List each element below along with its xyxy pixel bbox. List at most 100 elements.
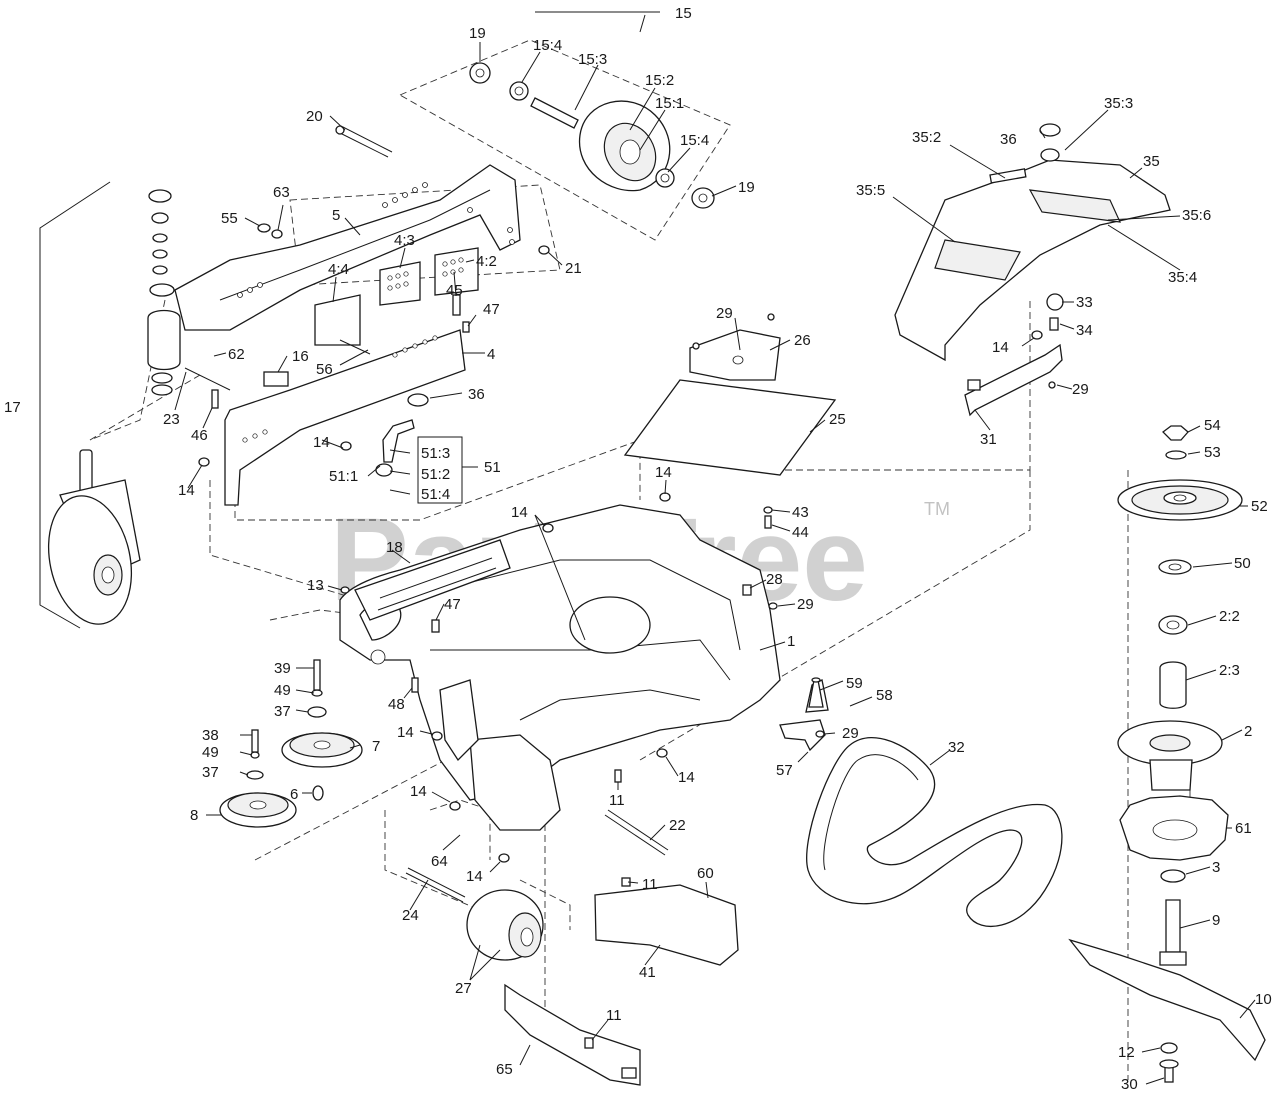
callout-44: 44 <box>792 524 809 541</box>
callout-35-5: 35:5 <box>856 182 885 199</box>
callout-18: 18 <box>386 539 403 556</box>
callout-15-2: 15:2 <box>645 72 674 89</box>
callout-11-a: 11 <box>609 792 625 809</box>
callout-14-d: 14 <box>511 504 528 521</box>
callout-53: 53 <box>1204 444 1221 461</box>
callout-25: 25 <box>829 411 846 428</box>
callout-45: 45 <box>446 282 463 299</box>
callout-2: 2 <box>1244 723 1252 740</box>
callout-31: 31 <box>980 431 997 448</box>
callout-8: 8 <box>190 807 198 824</box>
callout-29-a: 29 <box>716 305 733 322</box>
callout-14-c: 14 <box>655 464 672 481</box>
callout-36-a: 36 <box>468 386 485 403</box>
callout-37-a: 37 <box>274 703 291 720</box>
callout-41: 41 <box>639 964 656 981</box>
callout-54: 54 <box>1204 417 1221 434</box>
callout-33: 33 <box>1076 294 1093 311</box>
link-51 <box>375 419 463 504</box>
callout-35-6: 35:6 <box>1182 207 1211 224</box>
callout-65: 65 <box>496 1061 513 1078</box>
upper-arm-bracket <box>174 164 521 331</box>
callout-19-b: 19 <box>738 179 755 196</box>
shield-plates <box>623 329 837 476</box>
callout-23: 23 <box>163 411 180 428</box>
callout-15-3: 15:3 <box>578 51 607 68</box>
bracket-31 <box>964 293 1064 417</box>
callout-51-2: 51:2 <box>421 466 450 483</box>
callout-29-b: 29 <box>797 596 814 613</box>
callout-16: 16 <box>292 348 309 365</box>
callout-59: 59 <box>846 675 863 692</box>
bolt-20 <box>335 125 393 158</box>
callout-leaders <box>174 11 1256 1085</box>
mount-plates <box>224 247 479 506</box>
callout-5: 5 <box>332 207 340 224</box>
callout-29-c: 29 <box>842 725 859 742</box>
callout-26: 26 <box>794 332 811 349</box>
callout-14-f: 14 <box>678 769 695 786</box>
callout-15-1: 15:1 <box>655 95 684 112</box>
idler-pulleys <box>219 659 363 828</box>
bracket-57 <box>779 679 829 752</box>
callout-7: 7 <box>372 738 380 755</box>
callout-4-3: 4:3 <box>394 232 415 249</box>
callout-4-4: 4:4 <box>328 261 349 278</box>
spindle-assembly <box>1068 425 1266 1083</box>
callout-50: 50 <box>1234 555 1251 572</box>
callout-11-c: 11 <box>606 1007 622 1024</box>
callout-12: 12 <box>1118 1044 1135 1061</box>
callout-37-b: 37 <box>202 764 219 781</box>
callout-63: 63 <box>273 184 290 201</box>
callout-15-4-a: 15:4 <box>533 37 562 54</box>
caster-spindle-stack <box>147 189 181 396</box>
callout-27: 27 <box>455 980 472 997</box>
callout-10: 10 <box>1255 991 1272 1008</box>
callout-46: 46 <box>191 427 208 444</box>
callout-57: 57 <box>776 762 793 779</box>
callout-47-b: 47 <box>444 596 461 613</box>
callout-35-2: 35:2 <box>912 129 941 146</box>
hardware-nuts <box>184 223 1056 1049</box>
callout-51-4: 51:4 <box>421 486 450 503</box>
callout-47-a: 47 <box>483 301 500 318</box>
drive-belt-32 <box>806 737 1063 928</box>
callout-14-a: 14 <box>178 482 195 499</box>
callout-35-4: 35:4 <box>1168 269 1197 286</box>
callout-9: 9 <box>1212 912 1220 929</box>
callout-1: 1 <box>787 633 795 650</box>
callout-21: 21 <box>565 260 582 277</box>
callout-14-h: 14 <box>466 868 483 885</box>
callout-51-3: 51:3 <box>421 445 450 462</box>
callout-4-2: 4:2 <box>476 253 497 270</box>
callout-2-2: 2:2 <box>1219 608 1240 625</box>
callout-49-a: 49 <box>274 682 291 699</box>
callout-2-3: 2:3 <box>1219 662 1240 679</box>
callout-56: 56 <box>316 361 333 378</box>
callout-labels: 15 19 15:4 15:3 15:2 15:1 15:4 19 20 21 … <box>4 5 1272 1093</box>
callout-61: 61 <box>1235 820 1252 837</box>
callout-6: 6 <box>290 786 298 803</box>
callout-17: 17 <box>4 399 21 416</box>
belt-cover-35 <box>894 123 1171 362</box>
callout-14-b: 14 <box>313 434 330 451</box>
callout-22: 22 <box>669 817 686 834</box>
callout-35: 35 <box>1143 153 1160 170</box>
callout-35-3: 35:3 <box>1104 95 1133 112</box>
callout-3: 3 <box>1212 859 1220 876</box>
callout-52: 52 <box>1251 498 1268 515</box>
callout-62: 62 <box>228 346 245 363</box>
callout-60: 60 <box>697 865 714 882</box>
callout-38: 38 <box>202 727 219 744</box>
callout-20: 20 <box>306 108 323 125</box>
watermark-trademark: TM <box>924 499 950 519</box>
callout-4: 4 <box>487 346 495 363</box>
front-roller-wheel-assembly <box>469 62 715 209</box>
callout-49-b: 49 <box>202 744 219 761</box>
rail-18 <box>354 539 511 621</box>
callout-19: 19 <box>469 25 486 42</box>
callout-34: 34 <box>1076 322 1093 339</box>
callout-36-b: 36 <box>1000 131 1017 148</box>
callout-28: 28 <box>766 571 783 588</box>
callout-14-g: 14 <box>410 783 427 800</box>
